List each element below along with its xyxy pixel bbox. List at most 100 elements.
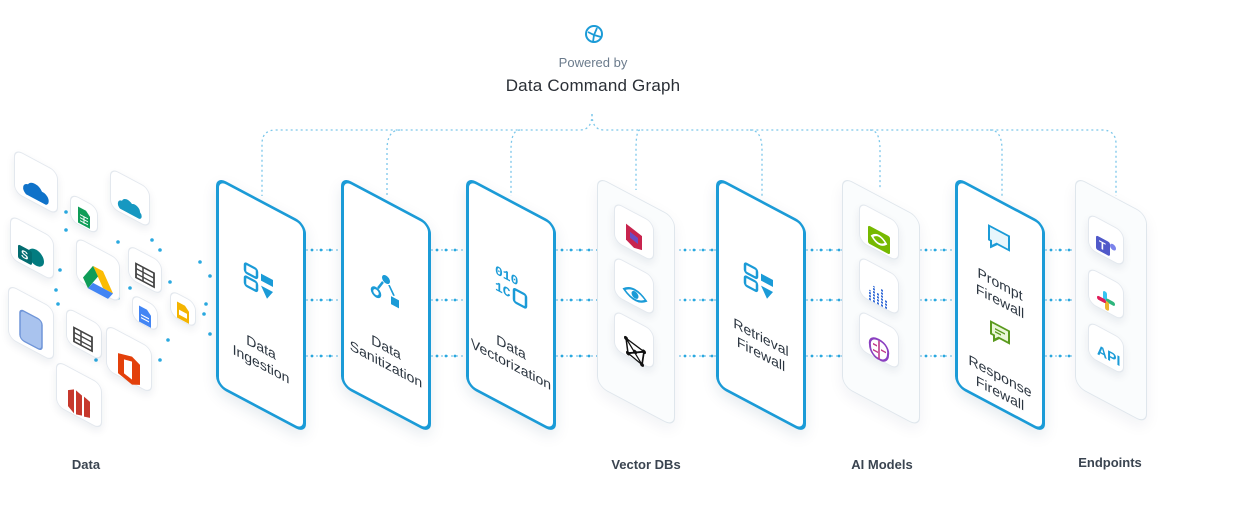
connector-dot [942,298,946,302]
connector-dot [560,298,564,302]
connector-dot [692,354,696,358]
connector-dot [710,354,714,358]
connector-dot [701,248,705,252]
connector-dot [819,248,823,252]
connector-dot [435,248,439,252]
connector-dot [924,248,928,252]
brace-branch-vector-db [635,129,641,190]
sharepoint-icon: S [18,244,44,267]
connector-dot [683,354,687,358]
vector-db-eye-icon [622,287,648,303]
connector-dot [578,298,582,302]
connector-dot [1058,298,1062,302]
scatter-dot [116,240,120,244]
connector-dot [319,248,323,252]
diagram-title: Data Command Graph [505,76,681,95]
connector-dot [933,354,937,358]
connector-dot [444,354,448,358]
connector-dot [683,298,687,302]
connector-dot [578,354,582,358]
connector-dot [1049,298,1053,302]
ingestion-icon [243,262,273,299]
section-label-ai-models: AI Models [851,457,913,472]
salesforce-icon [117,199,142,219]
connector-dot [569,248,573,252]
brace-main [261,113,593,196]
connector-dot [569,354,573,358]
scatter-dot [94,358,98,362]
table-icon-2 [73,326,93,353]
prompt-chat-icon [988,224,1010,252]
scatter-dot [64,210,68,214]
connector-dot [319,298,323,302]
section-label-data: Data [71,457,101,472]
connector-dot [683,248,687,252]
retrieval-firewall-icon [743,262,773,299]
connector-dot [924,354,928,358]
connector-dot [837,354,841,358]
connector-dot [1049,248,1053,252]
scatter-dot [128,286,132,290]
connector-dot [810,298,814,302]
connector-dot [587,298,591,302]
scatter-dot [208,274,212,278]
scatter-dot [198,260,202,264]
connector-dot [810,354,814,358]
connector-dot [692,248,696,252]
connector-dot [1067,354,1071,358]
scatter-dot [202,312,206,316]
connector-dot [328,354,332,358]
google-drive-icon [83,265,113,299]
google-slides-icon [177,301,189,324]
google-docs-icon [139,305,151,328]
scatter-dot [58,268,62,272]
sanitization-icon [370,274,399,309]
svg-text:1C: 1C [495,279,511,302]
scatter-dot [64,228,68,232]
vector-db-shield-icon [626,223,642,251]
brace-branch-ai [869,129,881,190]
scatter-dot [208,332,212,336]
connector-dot [569,298,573,302]
scatter-dot [158,358,162,362]
powered-by-text: Powered by [558,55,628,70]
connector-dot [587,354,591,358]
connector-dot [1067,298,1071,302]
connector-dot [710,298,714,302]
section-label-vector-dbs: Vector DBs [611,457,681,472]
teams-icon: T [1096,235,1116,256]
connector-dot [1049,354,1053,358]
google-sheets-icon [78,206,90,229]
connector-dot [692,298,696,302]
slack-icon [1097,291,1115,311]
connector-dot [435,298,439,302]
connector-dot [310,298,314,302]
scatter-dot [158,248,162,252]
brace-branch-vectorization [510,129,521,196]
connector-dot [1067,248,1071,252]
connector-dot [328,298,332,302]
connector-dot [819,354,823,358]
table-icon [135,262,155,289]
brace-branch-retrieval [749,129,763,196]
connector-dot [837,298,841,302]
scatter-dot [54,288,58,292]
connector-dot [444,248,448,252]
scatter-dot [56,302,60,306]
scatter-dot [204,302,208,306]
connector-dot [828,298,832,302]
connector-dot [587,248,591,252]
connector-dot [1058,248,1062,252]
brace-right [591,113,1117,196]
connector-dot [560,248,564,252]
connector-dot [319,354,323,358]
connector-dot [453,354,457,358]
storage-icon [68,389,90,418]
connector-dot [444,298,448,302]
connector-dot [710,248,714,252]
ai-model-brain-icon [868,337,890,362]
connector-dot [924,298,928,302]
office-icon [118,353,140,385]
